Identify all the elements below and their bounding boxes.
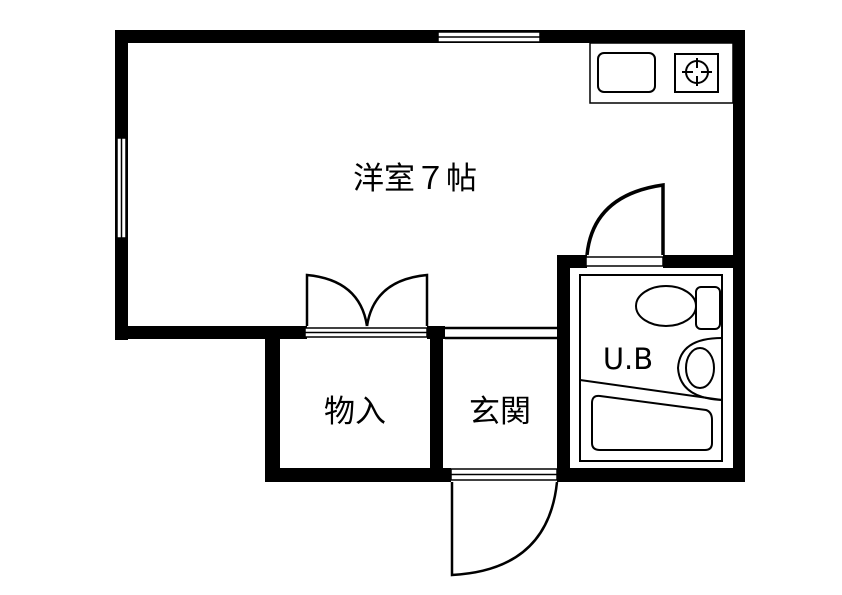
toilet-icon [635,285,721,330]
room-label-unit-bath: U.B [603,342,653,376]
door-bath[interactable] [585,182,665,267]
wall-bottom [265,468,451,482]
door-storage[interactable] [304,273,429,338]
wall-bottom-right [557,468,745,482]
wall-ub-top-right [663,255,745,268]
washbasin-icon [676,337,723,401]
wall-ub-top-left [557,255,587,268]
stove-icon [674,53,719,93]
window-top [437,31,541,43]
kitchen-counter [589,42,734,104]
window-left [116,137,127,239]
wall-top [115,30,745,43]
room-label-storage: 物入 [324,394,386,430]
sink-icon [597,52,656,93]
door-entrance[interactable] [450,468,559,577]
entrance-threshold [445,326,557,340]
wall-storage-left [265,326,280,482]
bathtub-icon [591,394,713,451]
wall-room-bottom [115,326,307,339]
room-label-entrance: 玄関 [469,394,531,430]
wall-ub-left [557,255,570,482]
room-label-western: 洋室７帖 [353,161,477,197]
wall-storage-divider [430,326,443,482]
walls [115,30,745,482]
unit-bath [579,274,723,462]
